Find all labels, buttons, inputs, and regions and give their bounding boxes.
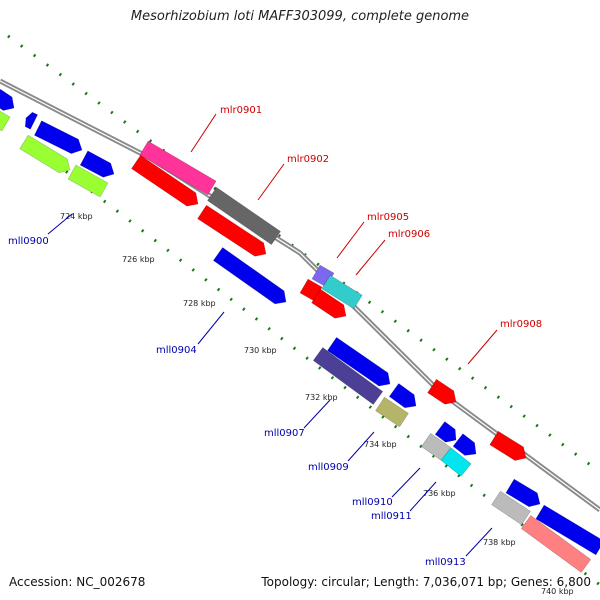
gene-feature-5[interactable] — [19, 134, 71, 174]
scale-label: 736 kbp — [423, 489, 456, 498]
gene-feature-26[interactable] — [489, 430, 527, 461]
scale-label: 738 kbp — [483, 538, 516, 547]
gene-feature-20[interactable] — [375, 396, 409, 428]
gene-feature-3[interactable] — [24, 111, 39, 130]
gene-feature-30[interactable] — [535, 504, 600, 556]
gene-label-leader — [190, 113, 217, 153]
gene-feature-6[interactable] — [79, 150, 115, 178]
gene-label-leader — [257, 163, 285, 201]
gene-label-leader — [347, 431, 375, 462]
feature-layer — [0, 88, 600, 573]
gene-label-mll0909[interactable]: mll0909 — [308, 462, 349, 473]
gene-label-mlr0905[interactable]: mlr0905 — [367, 212, 409, 223]
gene-feature-18[interactable] — [312, 347, 384, 405]
gene-feature-25[interactable] — [440, 447, 472, 477]
gene-feature-24[interactable] — [420, 432, 452, 462]
scale-label: 728 kbp — [183, 299, 216, 308]
gene-feature-9[interactable] — [131, 154, 199, 207]
map-title: Mesorhizobium loti MAFF303099, complete … — [130, 9, 470, 24]
scale-label: 726 kbp — [122, 255, 155, 264]
scale-label: 730 kbp — [244, 346, 277, 355]
gene-label-mlr0906[interactable]: mlr0906 — [388, 229, 430, 240]
scale-label: 734 kbp — [364, 440, 397, 449]
gene-feature-16[interactable] — [311, 288, 347, 319]
gene-feature-28[interactable] — [491, 490, 531, 526]
gene-label-leader — [391, 467, 421, 498]
backbone-layer — [0, 78, 600, 513]
gene-feature-17[interactable] — [327, 336, 391, 387]
gene-label-mlr0902[interactable]: mlr0902 — [287, 154, 329, 165]
gene-label-mlr0908[interactable]: mlr0908 — [500, 319, 542, 330]
gene-feature-1[interactable] — [0, 88, 15, 111]
accession-text: Accession: NC_002678 — [9, 575, 146, 589]
gene-feature-19[interactable] — [388, 383, 417, 409]
gene-feature-29[interactable] — [520, 515, 592, 573]
gene-feature-7[interactable] — [67, 164, 109, 198]
gene-feature-14[interactable] — [321, 274, 363, 310]
gene-label-mll0910[interactable]: mll0910 — [352, 497, 393, 508]
gene-feature-27[interactable] — [505, 478, 541, 508]
gene-label-leader — [197, 311, 225, 345]
gene-label-mll0907[interactable]: mll0907 — [264, 428, 305, 439]
scale-label: 740 kbp — [541, 587, 574, 596]
gene-label-mll0900[interactable]: mll0900 — [8, 236, 49, 247]
gene-feature-21[interactable] — [427, 378, 457, 405]
gene-feature-12[interactable] — [212, 247, 287, 305]
gene-label-leader — [336, 221, 365, 259]
gene-label-leader — [355, 239, 386, 276]
gene-label-mlr0901[interactable]: mlr0901 — [220, 105, 262, 116]
gene-label-leader — [467, 329, 498, 365]
gene-feature-11[interactable] — [197, 204, 267, 257]
gene-label-leader — [465, 527, 493, 557]
gene-label-leader — [409, 481, 437, 512]
label-layer: 724 kbp 726 kbp 728 kbp 730 kbp 732 kbp 734 k… — [8, 105, 574, 596]
gene-feature-8[interactable] — [139, 140, 217, 196]
gene-feature-10[interactable] — [207, 186, 281, 246]
scale-label: 732 kbp — [305, 393, 338, 402]
gene-label-leader — [47, 213, 73, 235]
gene-feature-23[interactable] — [452, 433, 477, 456]
topology-text: Topology: circular; Length: 7,036,071 bp… — [261, 575, 591, 589]
gene-label-leader — [303, 399, 331, 429]
genome-backbone-center — [0, 80, 600, 511]
gene-feature-22[interactable] — [434, 421, 457, 443]
scale-label: 724 kbp — [60, 212, 93, 221]
gene-label-mll0913[interactable]: mll0913 — [425, 557, 466, 568]
gene-feature-4[interactable] — [33, 120, 83, 154]
gene-label-mll0911[interactable]: mll0911 — [371, 511, 412, 522]
gene-label-mll0904[interactable]: mll0904 — [156, 345, 197, 356]
gene-feature-2[interactable] — [0, 110, 11, 132]
